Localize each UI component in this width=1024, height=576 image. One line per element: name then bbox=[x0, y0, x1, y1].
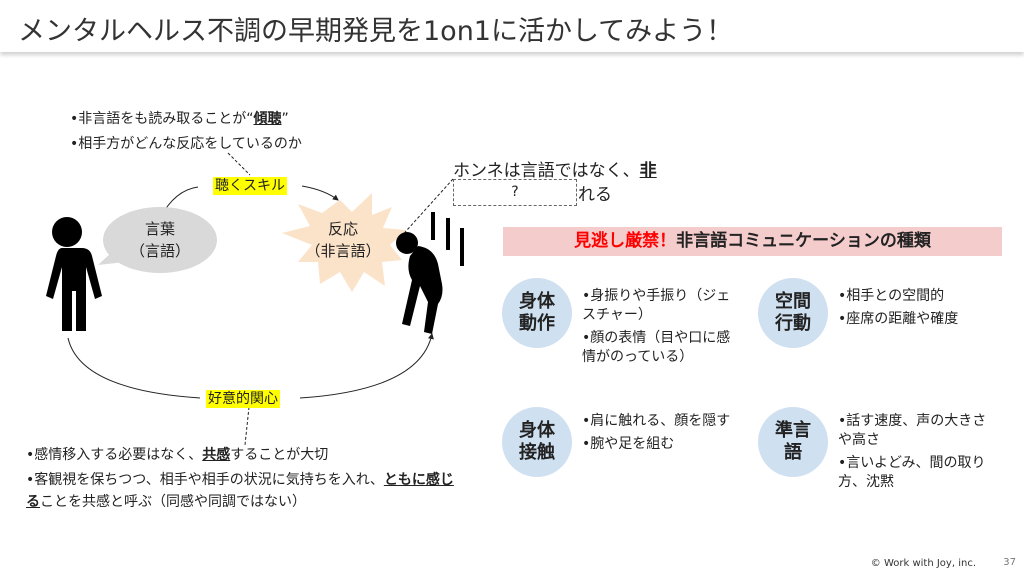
text: •感情移入する必要はなく、 bbox=[26, 447, 203, 463]
list-item: •話す速度、声の大きさや高さ bbox=[838, 413, 987, 448]
hidden-answer-box[interactable]: ? bbox=[453, 179, 577, 206]
type-list-touch: •肩に触れる、顔を隠す •腕や足を組む bbox=[582, 412, 742, 458]
heading-text: 非言語コミュニケーションの種類 bbox=[676, 231, 931, 251]
text: することが大切 bbox=[230, 447, 329, 463]
text: ことを共感と呼ぶ（同感や同調ではない） bbox=[40, 494, 306, 510]
type-list-body-motion: •身振りや手振り（ジェスチャー） •顔の表情（目や口に感情がのっている） bbox=[582, 287, 742, 371]
type-list-spatial: •相手との空間的 •座席の距離や確度 bbox=[838, 287, 998, 333]
text: •非言語をも読み取ることが“ bbox=[70, 111, 254, 127]
type-circle-body-motion: 身体 動作 bbox=[502, 278, 572, 348]
listening-bullet-2: •相手方がどんな反応をしているのか bbox=[70, 136, 302, 152]
listening-bullet-1: •非言語をも読み取ることが“傾聴” bbox=[70, 108, 289, 130]
type-circle-paralanguage: 準言 語 bbox=[758, 407, 828, 477]
page-title: メンタルヘルス不調の早期発見を1on1に活かしてみよう！ bbox=[18, 16, 734, 47]
honne-line-1: ホンネは言語ではなく、非 bbox=[453, 156, 657, 181]
type-circle-touch: 身体 接触 bbox=[502, 407, 572, 477]
text: ” bbox=[281, 111, 289, 127]
speech-bubble-text: 言葉 （言語） bbox=[129, 220, 190, 260]
heading-warning: 見逃し厳禁！ bbox=[574, 231, 677, 251]
title-bar: メンタルヘルス不調の早期発見を1on1に活かしてみよう！ bbox=[0, 0, 1024, 52]
nonverbal-types-heading: 見逃し厳禁！非言語コミュニケーションの種類 bbox=[503, 227, 1002, 256]
list-item: •腕や足を組む bbox=[582, 436, 675, 452]
connector-arrow bbox=[299, 333, 434, 399]
list-item: •身振りや手振り（ジェスチャー） bbox=[582, 288, 731, 323]
emphasis-text: ともに感じる bbox=[26, 472, 454, 510]
highlight-label: 好意的関心 bbox=[206, 390, 280, 408]
dashed-pointer bbox=[227, 152, 251, 176]
reaction-burst bbox=[282, 193, 406, 292]
emphasis-text: 傾聴 bbox=[253, 111, 282, 127]
connector-arrow bbox=[301, 185, 339, 201]
connector-curve bbox=[67, 337, 201, 399]
list-item: •座席の距離や確度 bbox=[838, 311, 959, 327]
standing-person-icon bbox=[46, 217, 102, 331]
highlight-label: 聴くスキル bbox=[213, 177, 287, 195]
dashed-pointer bbox=[244, 406, 250, 446]
copyright: © Work with Joy, inc. bbox=[870, 558, 976, 569]
type-list-paralanguage: •話す速度、声の大きさや高さ •言いよどみ、間の取り方、沈黙 bbox=[838, 412, 998, 496]
speech-bubble bbox=[98, 207, 217, 273]
page-number: 37 bbox=[1003, 557, 1016, 568]
interest-bullet-2: •客観視を保ちつつ、相手や相手の状況に気持ちを入れ、ともに感じることを共感と呼ぶ… bbox=[26, 469, 462, 513]
list-item: •言いよどみ、間の取り方、沈黙 bbox=[838, 455, 986, 490]
type-circle-spatial: 空間 行動 bbox=[758, 278, 828, 348]
list-item: •肩に触れる、顔を隠す bbox=[582, 413, 731, 429]
honne-line-2-tail: れる bbox=[578, 185, 612, 205]
list-item: •相手との空間的 bbox=[838, 288, 945, 304]
list-item: •顔の表情（目や口に感情がのっている） bbox=[582, 330, 731, 365]
bowing-person-icon bbox=[396, 212, 464, 334]
emphasis-text: 共感 bbox=[202, 447, 231, 463]
reaction-burst-text: 反応 （非言語） bbox=[305, 220, 381, 260]
text: ホンネは言語ではなく、 bbox=[453, 161, 640, 181]
text: •客観視を保ちつつ、相手や相手の状況に気持ちを入れ、 bbox=[26, 472, 384, 488]
interest-label: 好意的関心 bbox=[206, 388, 280, 408]
emphasis-text: 非 bbox=[639, 161, 657, 181]
listening-skill-label: 聴くスキル bbox=[213, 175, 287, 195]
interest-bullet-1: •感情移入する必要はなく、共感することが大切 bbox=[26, 444, 328, 466]
dashed-pointer bbox=[397, 178, 454, 241]
